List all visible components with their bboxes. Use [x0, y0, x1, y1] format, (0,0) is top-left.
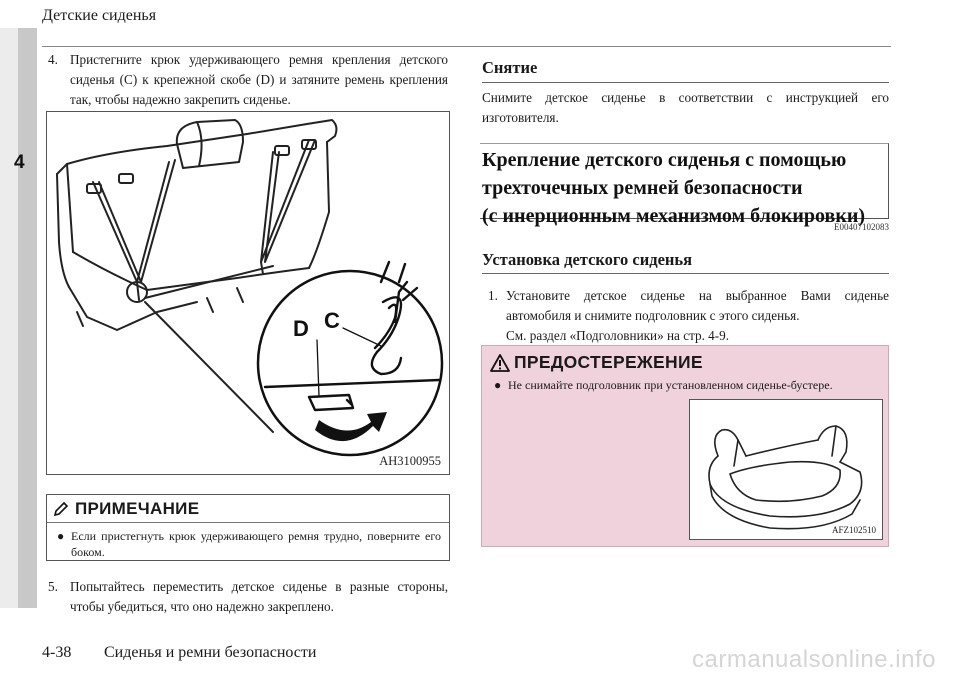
caution-box: ПРЕДОСТЕРЕЖЕНИЕ ● Не снимайте подголовни… [481, 345, 889, 547]
chapter-number: 4 [14, 152, 25, 173]
detail-zoom-circle [256, 269, 444, 457]
sidebar-inner-strip [0, 28, 18, 608]
footer-section-title: Сиденья и ремни безопасности [104, 644, 317, 661]
note-title: ПРИМЕЧАНИЕ [75, 498, 200, 518]
step-4-number: 4. [48, 52, 58, 67]
label-c: C [324, 308, 340, 333]
label-d: D [293, 316, 309, 341]
booster-seat-figure: AFZ102510 [689, 399, 883, 540]
note-header: ПРИМЕЧАНИЕ [47, 495, 449, 522]
seat-tether-illustration: D C [56, 119, 444, 457]
removal-rule [482, 82, 889, 83]
step-1: 1. Установите детское сиденье на выбранн… [488, 286, 889, 346]
belt-install-heading: Крепление детского сиденья с помощью тре… [480, 144, 888, 230]
heading-line-1: Крепление детского сиденья с помощью [482, 149, 847, 171]
note-bullet: ● Если пристегнуть крюк удерживающего ре… [47, 523, 449, 560]
removal-text: Снимите детское сиденье в соответствии с… [482, 90, 889, 125]
step-1-number: 1. [488, 288, 498, 303]
heading-line-2: трехточечных ремней безопасности [482, 177, 803, 199]
removal-heading: Снятие [482, 58, 538, 77]
rotation-arrow-icon [315, 412, 387, 442]
step-5-number: 5. [48, 579, 58, 594]
caution-title: ПРЕДОСТЕРЕЖЕНИЕ [514, 352, 703, 372]
page-header-title: Детские сиденья [42, 7, 157, 24]
step-4-text: Пристегните крюк удерживающего ремня кре… [70, 52, 448, 107]
note-divider [47, 522, 449, 523]
caution-bullet-text: Не снимайте подголовник при установленно… [508, 378, 833, 392]
install-rule [482, 273, 889, 274]
section-code: E00407102083 [834, 222, 889, 232]
step-5: 5. Попытайтесь переместить детское сиден… [48, 577, 448, 617]
booster-figure-code: AFZ102510 [831, 525, 876, 535]
bullet-dot-icon: ● [57, 529, 65, 543]
note-pencil-icon [53, 501, 69, 516]
booster-seat-illustration [708, 425, 863, 530]
heading-line-3: (с инерционным механизмом блокировки) [482, 205, 866, 227]
belt-install-heading-box: Крепление детского сиденья с помощью тре… [480, 143, 889, 227]
caution-bullet: ● Не снимайте подголовник при установлен… [482, 374, 888, 393]
watermark: carmanualsonline.info [692, 646, 936, 673]
install-heading: Установка детского сиденья [482, 250, 693, 269]
warning-triangle-icon [490, 353, 510, 372]
caution-header: ПРЕДОСТЕРЕЖЕНИЕ [482, 346, 888, 374]
figure-code: AH3100955 [379, 454, 441, 468]
figure-tether-hook: D C AH3100955 [46, 111, 450, 475]
note-box: ПРИМЕЧАНИЕ ● Если пристегнуть крюк удерж… [46, 494, 450, 561]
step-5-text: Попытайтесь переместить детское сиденье … [70, 579, 448, 614]
page-number: 4-38 [42, 644, 72, 661]
note-bullet-text: Если пристегнуть крюк удерживающего ремн… [71, 529, 441, 559]
header-divider [42, 46, 891, 47]
step-1-text: Установите детское сиденье на выбранное … [506, 288, 889, 323]
step-1-ref: См. раздел «Подголовники» на стр. 4-9. [506, 328, 730, 343]
bullet-dot-icon: ● [494, 378, 502, 392]
step-4: 4. Пристегните крюк удерживающего ремня … [48, 50, 448, 110]
